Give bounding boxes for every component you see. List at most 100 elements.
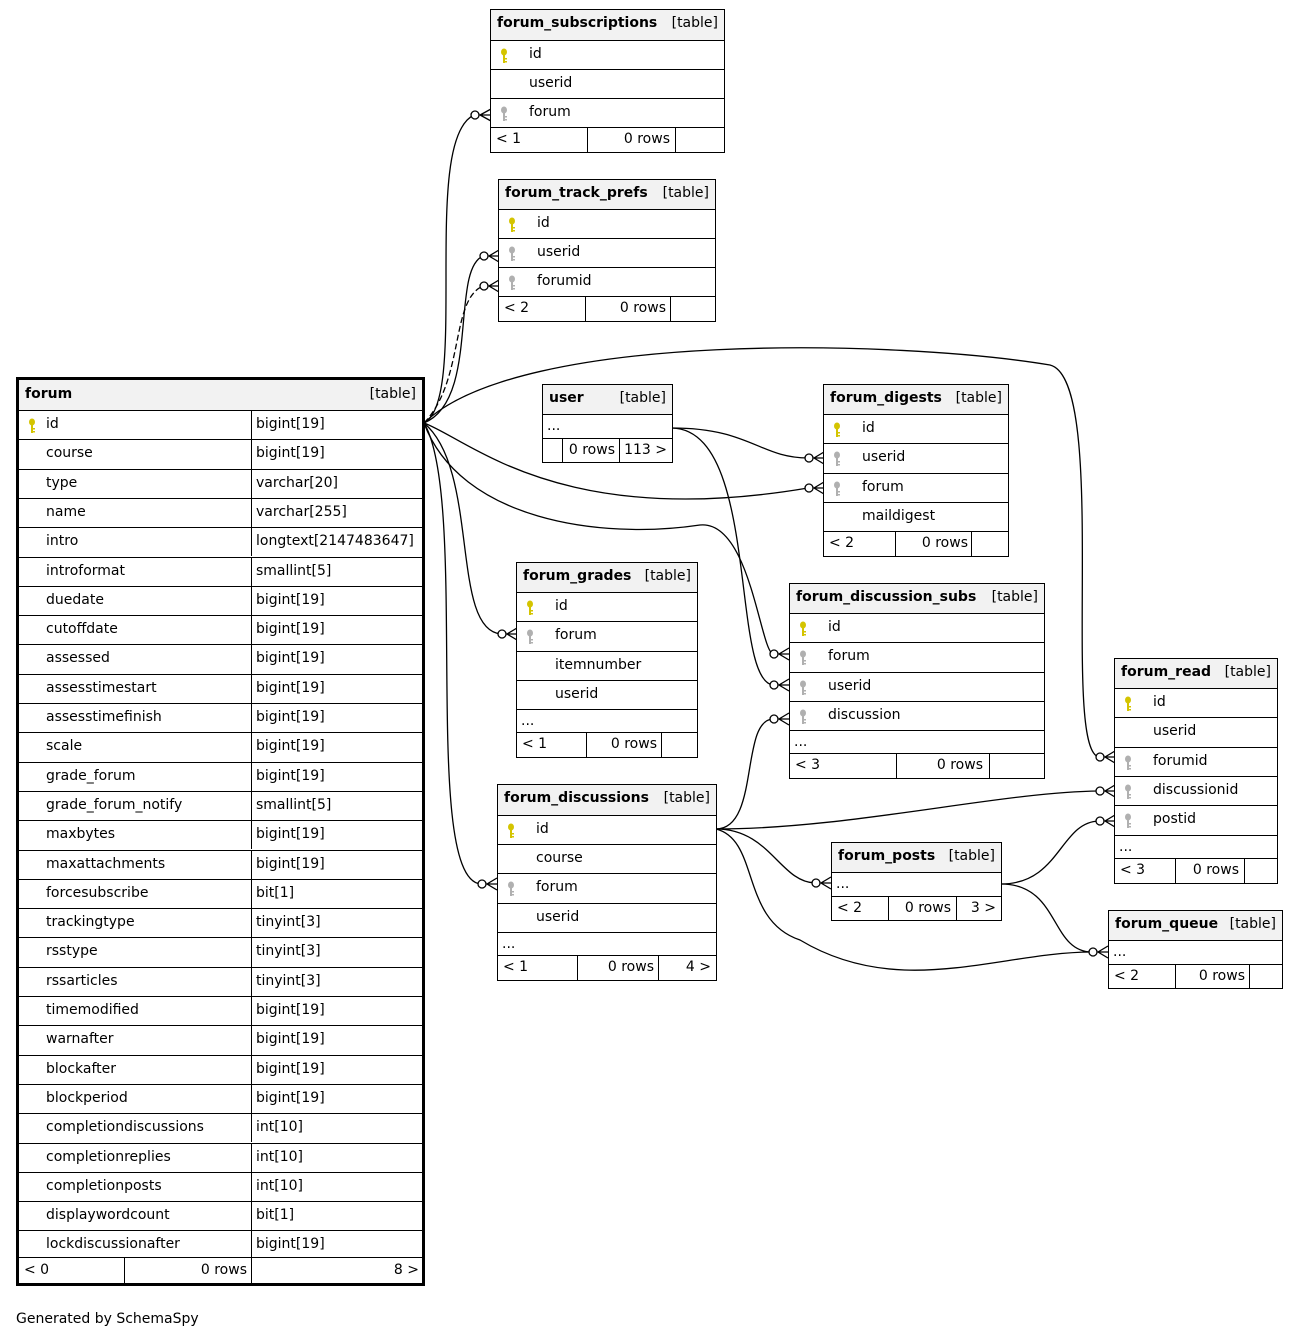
primary-key-icon <box>832 421 846 437</box>
column-name: course <box>536 850 583 866</box>
column-type: smallint[5] <box>256 562 332 579</box>
column-row[interactable]: course <box>498 844 716 873</box>
edge-forum-discussions <box>423 422 482 885</box>
column-name: id <box>555 598 568 614</box>
column-type: bigint[19] <box>256 1089 325 1106</box>
column-name: grade_forum <box>46 767 136 784</box>
table-header: forum_read [table] <box>1115 659 1277 688</box>
column-row[interactable]: postid <box>1115 805 1277 835</box>
table-forum-read[interactable]: forum_read [table] id userid forumid dis… <box>1114 658 1278 884</box>
column-row[interactable]: id <box>1115 688 1277 717</box>
column-row[interactable]: id <box>790 613 1044 642</box>
column-row[interactable]: id <box>498 815 716 844</box>
column-row[interactable]: itemnumber <box>517 651 697 680</box>
column-row[interactable]: userid <box>824 443 1008 473</box>
table-header: forum_grades [table] <box>517 563 697 592</box>
column-row[interactable]: userid <box>491 69 724 98</box>
column-row[interactable]: forum <box>498 873 716 903</box>
column-row[interactable]: discussionid <box>1115 776 1277 805</box>
column-row[interactable]: userid <box>517 680 697 709</box>
column-row[interactable]: userid <box>499 238 715 267</box>
column-type: bigint[19] <box>256 1002 325 1018</box>
edge-end-circle <box>1095 816 1105 826</box>
column-name: forcesubscribe <box>46 884 149 901</box>
column-type: varchar[255] <box>256 503 347 520</box>
table-forum-grades[interactable]: forum_grades [table] id forum itemnumber… <box>516 562 698 758</box>
table-name: forum_posts <box>838 848 936 864</box>
table-forum-queue[interactable]: forum_queue [table] ... < 2 0 rows <box>1108 910 1283 989</box>
column-row[interactable]: discussion <box>790 701 1044 730</box>
column-name: forum <box>555 627 597 643</box>
table-kind: [table] <box>663 790 710 806</box>
column-type: varchar[20] <box>256 474 338 491</box>
column-row[interactable]: userid <box>790 672 1044 701</box>
foreign-key-icon <box>798 649 812 665</box>
table-forum-digests[interactable]: forum_digests [table] id userid forum ma… <box>823 384 1009 557</box>
footer-rows: 0 rows <box>1192 862 1239 878</box>
column-type: tinyint[3] <box>256 914 321 931</box>
column-row[interactable]: id <box>499 209 715 238</box>
table-kind: [table] <box>1229 916 1276 932</box>
column-row[interactable]: forum <box>491 98 724 127</box>
table-forum-discussions[interactable]: forum_discussions [table] id course foru… <box>497 784 717 981</box>
column-row[interactable]: userid <box>498 903 716 932</box>
column-type: bigint[19] <box>256 826 325 843</box>
column-row[interactable]: blockperiod bigint[19] <box>19 1083 422 1114</box>
table-forum-discussion-subs[interactable]: forum_discussion_subs [table] id forum u… <box>789 583 1045 779</box>
column-row[interactable]: forumid <box>499 267 715 296</box>
column-row[interactable]: forumid <box>1115 747 1277 776</box>
column-type: bigint[19] <box>256 416 325 432</box>
column-row[interactable]: forum <box>824 473 1008 502</box>
column-row[interactable]: id <box>517 592 697 621</box>
table-forum-track-prefs[interactable]: forum_track_prefs [table] id userid foru… <box>498 179 716 322</box>
table-user[interactable]: user [table] ... 0 rows 113 > <box>542 384 673 463</box>
column-row[interactable]: id <box>491 40 724 69</box>
column-name: grade_forum_notify <box>46 796 183 813</box>
column-name: forum <box>828 648 870 664</box>
table-footer: < 2 0 rows <box>499 296 715 321</box>
column-row[interactable]: userid <box>1115 717 1277 747</box>
ellipsis: ... <box>1113 944 1127 960</box>
table-forum-posts[interactable]: forum_posts [table] ... < 2 0 rows 3 > <box>831 842 1002 921</box>
ellipsis-row: ... <box>498 932 716 956</box>
column-row[interactable]: maildigest <box>824 502 1008 531</box>
column-type: int[10] <box>256 1119 303 1136</box>
column-name: maxbytes <box>46 826 116 843</box>
table-name: forum_grades <box>523 568 632 584</box>
table-forum-subscriptions[interactable]: forum_subscriptions [table] id userid fo… <box>490 9 725 153</box>
column-row[interactable]: forum <box>517 621 697 651</box>
table-footer: < 2 0 rows 3 > <box>832 896 1001 920</box>
column-row[interactable]: forum <box>790 642 1044 672</box>
column-name: blockperiod <box>46 1089 128 1106</box>
column-row[interactable]: maxbytes bigint[19] <box>19 820 422 850</box>
column-row[interactable]: id <box>824 414 1008 443</box>
